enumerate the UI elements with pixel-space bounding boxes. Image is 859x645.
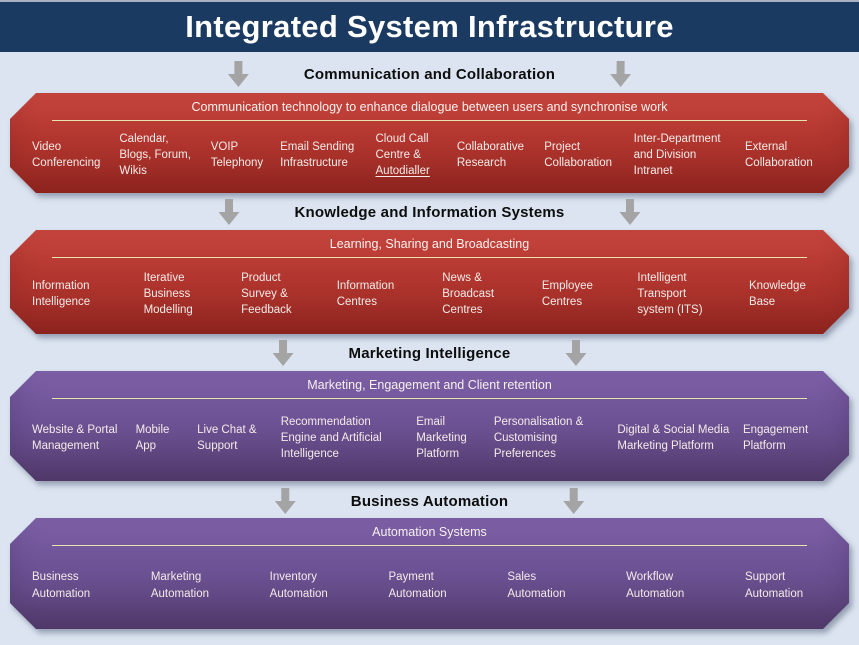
band-item: Website & Portal Management bbox=[32, 423, 118, 452]
band-item: Mobile App bbox=[135, 423, 170, 452]
band-item: VOIP Telephony bbox=[210, 140, 264, 169]
band-item: Live Chat & Support bbox=[197, 423, 257, 452]
band-item: Information Intelligence bbox=[32, 279, 91, 308]
band-item: Business Automation bbox=[32, 571, 91, 600]
band-item: Engagement Platform bbox=[742, 423, 809, 452]
band-subtitle: Marketing, Engagement and Client retenti… bbox=[307, 378, 552, 392]
divider-line bbox=[52, 120, 807, 121]
band-automation: Automation Systems Business Automation Ma… bbox=[10, 518, 849, 629]
band-items: Information Intelligence Iterative Busine… bbox=[10, 258, 849, 334]
section-header: Marketing Intelligence bbox=[0, 340, 859, 366]
down-arrow-icon bbox=[272, 340, 294, 366]
divider-line bbox=[52, 257, 807, 258]
section-marketing-intelligence: Marketing Intelligence Marketing, Engage… bbox=[0, 340, 859, 481]
section-title: Knowledge and Information Systems bbox=[294, 203, 565, 221]
band-item: Inter-Department and Division Intranet bbox=[633, 132, 721, 178]
band-wrapper: Communication technology to enhance dial… bbox=[0, 93, 859, 193]
band-subtitle: Automation Systems bbox=[372, 525, 487, 539]
down-arrow-icon bbox=[218, 199, 240, 225]
band-item: Sales Automation bbox=[507, 571, 566, 600]
band-items: Website & Portal Management Mobile App Liv… bbox=[10, 399, 849, 481]
band-marketing: Marketing, Engagement and Client retenti… bbox=[10, 371, 849, 481]
band-item: Email Sending Infrastructure bbox=[280, 140, 355, 169]
band-item: Marketing Automation bbox=[150, 571, 210, 600]
band-subtitle: Communication technology to enhance dial… bbox=[191, 100, 668, 114]
band-item: Product Survey & Feedback bbox=[241, 271, 292, 317]
band-item: Digital & Social Media Marketing Platfor… bbox=[617, 423, 730, 452]
down-arrow-icon bbox=[610, 61, 632, 87]
down-arrow-icon bbox=[227, 61, 249, 87]
band-item: Inventory Automation bbox=[269, 571, 328, 600]
band-item: Information Centres bbox=[336, 279, 395, 308]
section-title: Business Automation bbox=[350, 492, 509, 510]
band-item: News & Broadcast Centres bbox=[442, 271, 495, 317]
band-item: Email Marketing Platform bbox=[416, 415, 467, 461]
band-communication: Communication technology to enhance dial… bbox=[10, 93, 849, 193]
band-item: Payment Automation bbox=[388, 571, 447, 600]
divider-line bbox=[52, 398, 807, 399]
band-item: Workflow Automation bbox=[626, 571, 685, 600]
band-wrapper: Learning, Sharing and Broadcasting Infor… bbox=[0, 230, 859, 334]
band-item: Personalisation & Customising Preference… bbox=[493, 415, 584, 461]
band-items: Video Conferencing Calendar, Blogs, Forum… bbox=[10, 121, 849, 193]
title-bar: Integrated System Infrastructure bbox=[0, 2, 859, 52]
band-wrapper: Marketing, Engagement and Client retenti… bbox=[0, 371, 859, 481]
band-item: Intelligent Transport system (ITS) bbox=[637, 271, 703, 317]
down-arrow-icon bbox=[619, 199, 641, 225]
band-item: Support Automation bbox=[744, 571, 804, 600]
band-item: Iterative Business Modelling bbox=[143, 271, 193, 317]
band-item: Calendar, Blogs, Forum, Wikis bbox=[119, 132, 191, 178]
section-title: Marketing Intelligence bbox=[348, 344, 511, 362]
band-item: Knowledge Base bbox=[748, 279, 806, 308]
divider-line bbox=[52, 545, 807, 546]
band-items: Business Automation Marketing Automation I… bbox=[10, 546, 849, 629]
band-subtitle: Learning, Sharing and Broadcasting bbox=[329, 237, 530, 251]
page-title: Integrated System Infrastructure bbox=[185, 9, 674, 44]
section-header: Communication and Collaboration bbox=[0, 61, 859, 87]
down-arrow-icon bbox=[565, 340, 587, 366]
section-business-automation: Business Automation Automation Systems B… bbox=[0, 488, 859, 629]
band-knowledge: Learning, Sharing and Broadcasting Infor… bbox=[10, 230, 849, 334]
band-item: Recommendation Engine and Artificial Int… bbox=[280, 415, 382, 461]
band-wrapper: Automation Systems Business Automation Ma… bbox=[0, 518, 859, 629]
band-item: Project Collaboration bbox=[544, 140, 613, 169]
band-item: Employee Centres bbox=[541, 279, 593, 308]
band-item: Collaborative Research bbox=[456, 140, 524, 169]
section-header: Knowledge and Information Systems bbox=[0, 199, 859, 225]
down-arrow-icon bbox=[563, 488, 585, 514]
underlined-word: Autodialler bbox=[375, 165, 430, 178]
section-communication-and-collaboration: Communication and Collaboration Communic… bbox=[0, 61, 859, 193]
section-header: Business Automation bbox=[0, 488, 859, 514]
section-knowledge-and-information-systems: Knowledge and Information Systems Learni… bbox=[0, 199, 859, 334]
band-item: Cloud Call Centre & Autodialler bbox=[375, 132, 430, 178]
band-item: External Collaboration bbox=[745, 140, 813, 169]
band-item: Video Conferencing bbox=[32, 140, 101, 169]
section-title: Communication and Collaboration bbox=[303, 65, 556, 83]
down-arrow-icon bbox=[274, 488, 296, 514]
